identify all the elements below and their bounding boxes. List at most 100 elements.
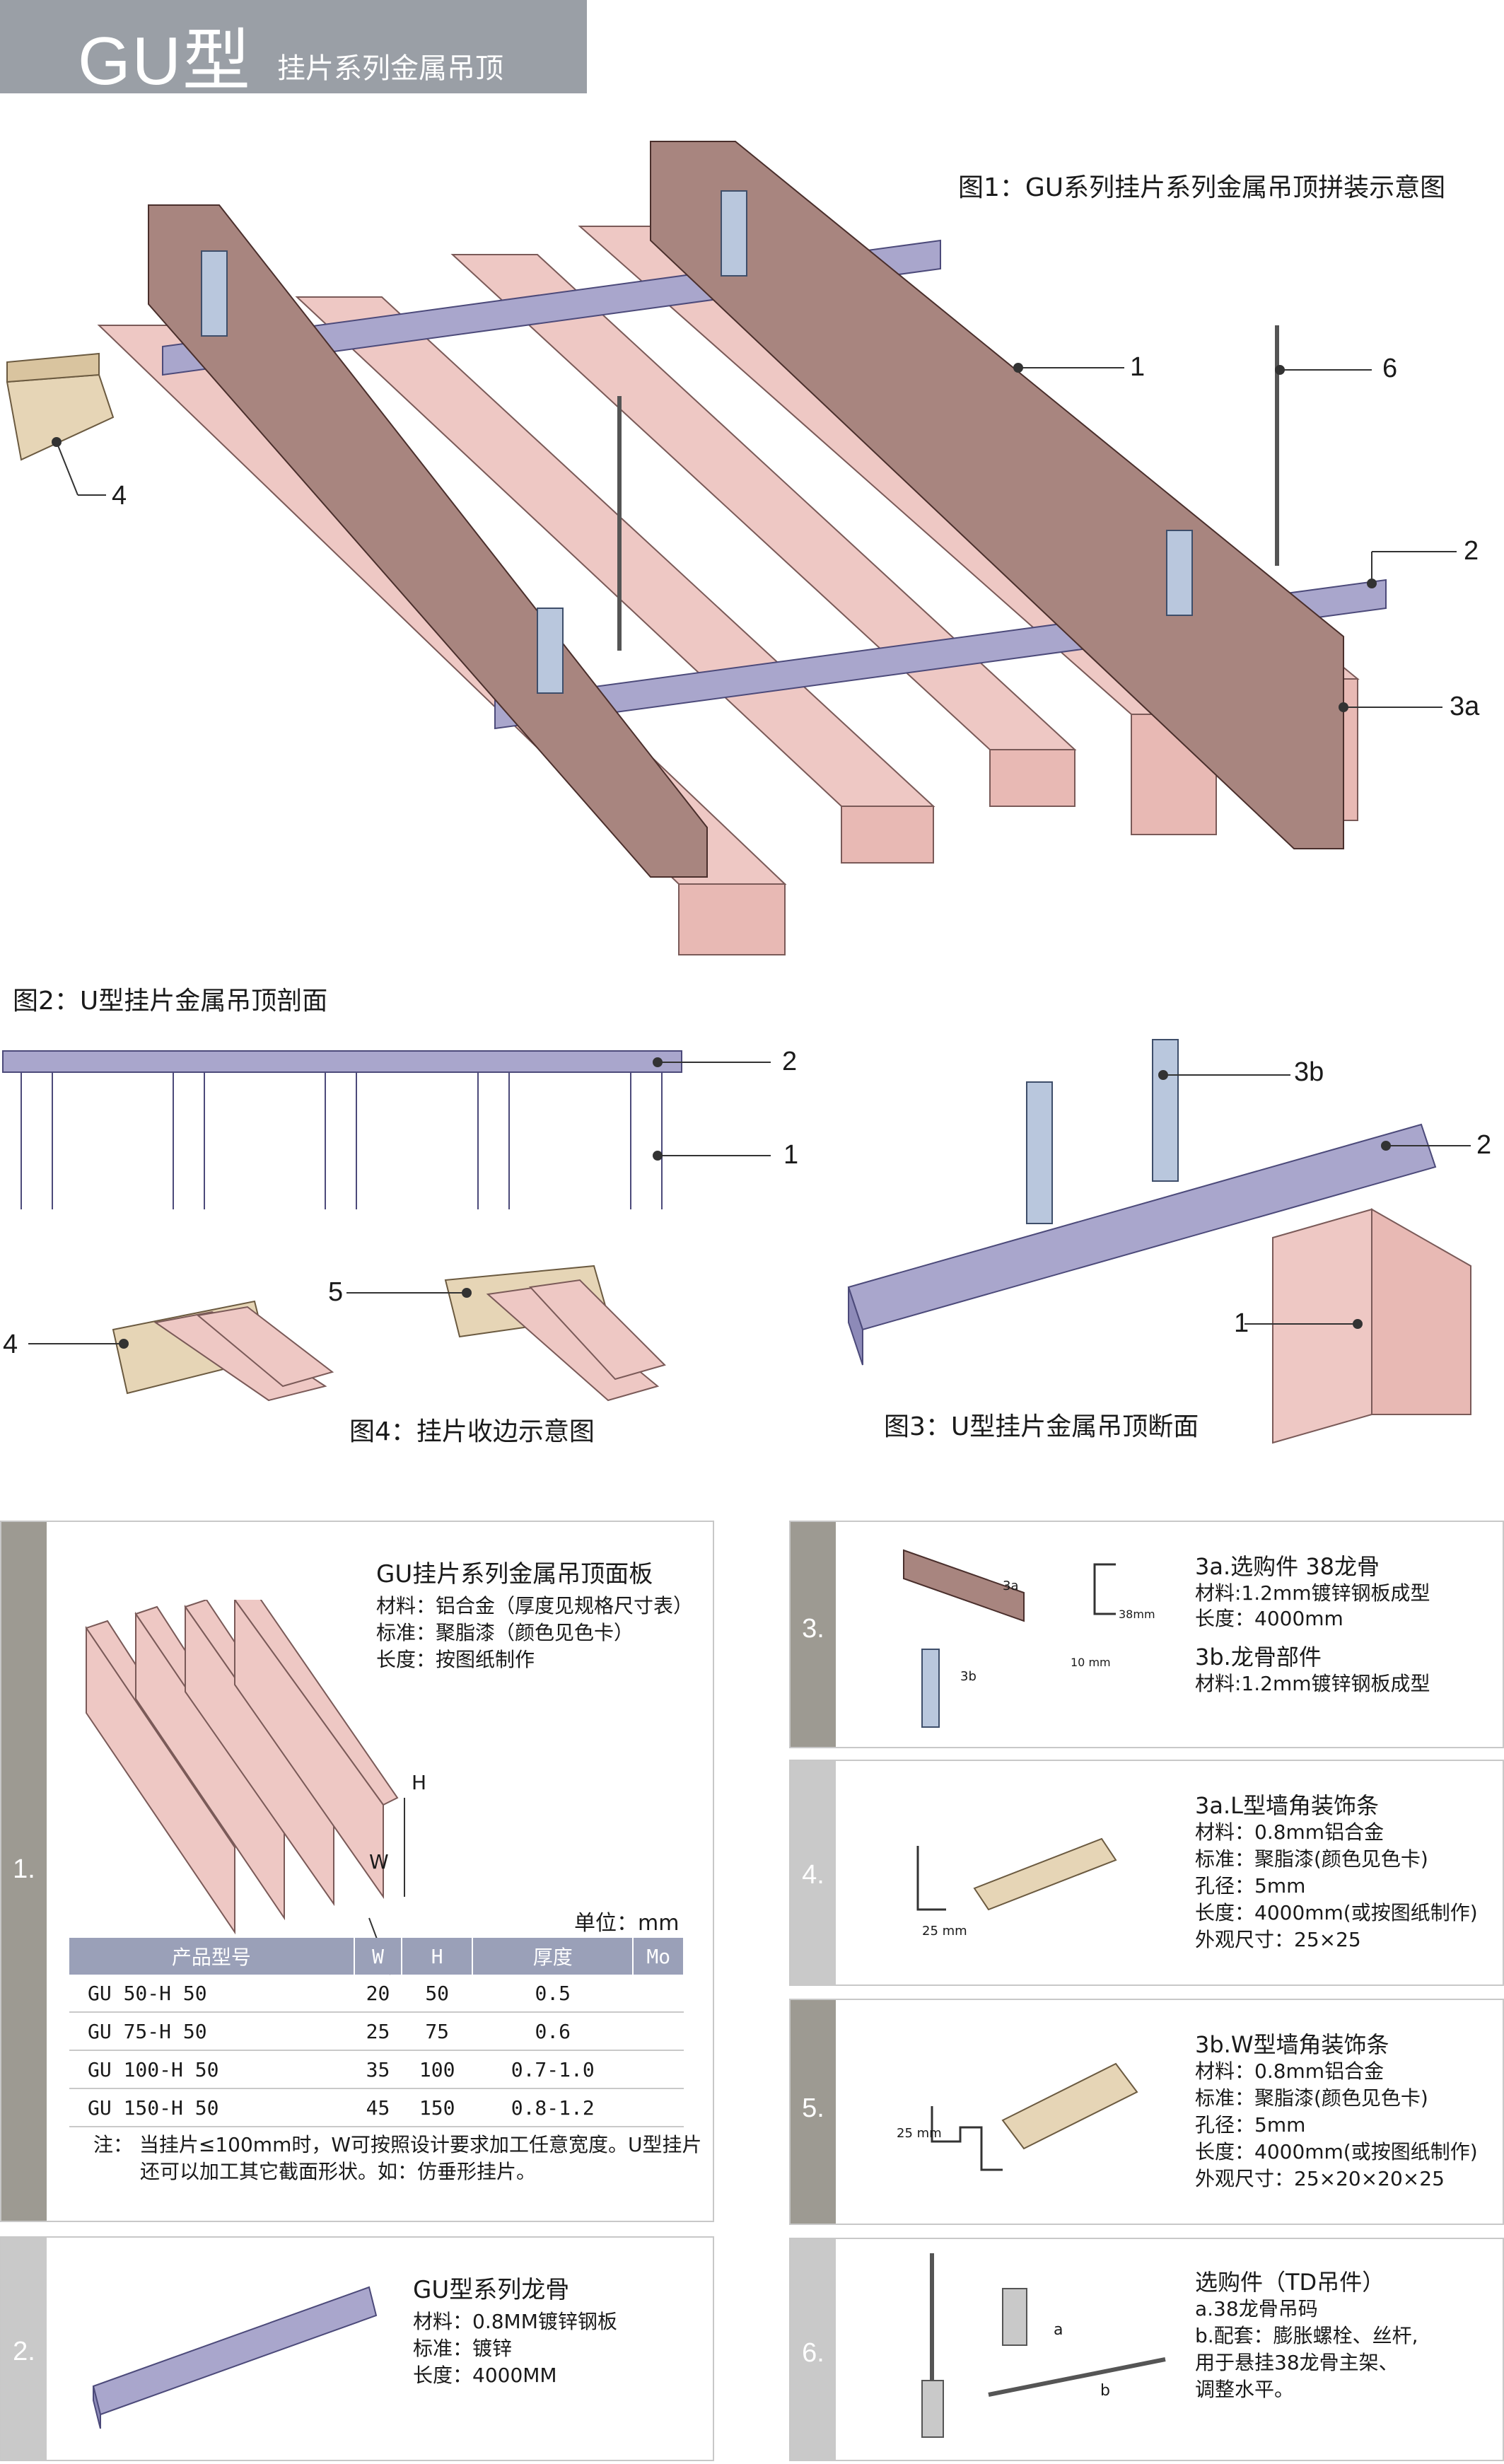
- panel-5-line: 长度：4000mm(或按图纸制作): [1195, 2140, 1478, 2163]
- panel-6-line: a.38龙骨吊码: [1195, 2297, 1318, 2320]
- u-panel-face: [841, 806, 934, 864]
- panel-4-line: 材料：0.8mm铝合金: [1195, 1820, 1385, 1844]
- panel-1-note: 还可以加工其它截面形状。如：仿垂形挂片。: [140, 2160, 537, 2183]
- fig2-callout-2: 2: [782, 1047, 798, 1076]
- panels-with-l-trim: [153, 1306, 334, 1402]
- fig1-callout-6: 6: [1382, 354, 1398, 383]
- fig4-caption: 图4：挂片收边示意图: [349, 1417, 595, 1446]
- panel-6-label-b: b: [1100, 2382, 1110, 2400]
- panel-5-number: 5.: [802, 2093, 824, 2123]
- panel-2-line: 材料：0.8MM镀锌钢板: [413, 2310, 617, 2333]
- panel-2-line: 长度：4000MM: [413, 2364, 557, 2387]
- main-beam-right: [650, 141, 1344, 849]
- wall-angle-top: [6, 352, 100, 383]
- panel-6-label-a: a: [1054, 2321, 1063, 2339]
- panel-6-title: 选购件（TD吊件）: [1195, 2269, 1385, 2296]
- hanger-bracket: [537, 608, 564, 694]
- panel-2-title: GU型系列龙骨: [413, 2276, 570, 2304]
- panel-1-number: 1.: [13, 1854, 35, 1884]
- fig3-callout-1: 1: [1234, 1308, 1249, 1338]
- col-header: 产品型号: [69, 1938, 355, 1975]
- panel-1-line: 材料：铝合金（厚度见规格尺寸表）: [376, 1594, 694, 1617]
- fig2-section-drawing: [2, 1050, 771, 1209]
- panel-3-dim-38: 38mm: [1119, 1608, 1155, 1621]
- panel-1-drawing: [85, 1600, 405, 1975]
- header-banner: [0, 0, 587, 93]
- panel-1-unit: 单位：mm: [574, 1911, 680, 1936]
- panel-5-line: 孔径：5mm: [1195, 2113, 1306, 2137]
- fig3-callout-3b: 3b: [1294, 1057, 1324, 1087]
- u-panel-3d-side: [1371, 1208, 1471, 1415]
- hanger-bracket: [1166, 530, 1193, 616]
- panel-3-line: 长度：4000mm: [1195, 1607, 1343, 1630]
- u-panel-sections: [21, 1071, 663, 1209]
- panel-3-dim-10: 10 mm: [1071, 1656, 1111, 1669]
- panel-1-line: 标准：聚脂漆（颜色见色卡）: [376, 1621, 634, 1644]
- fig1-caption: 图1：GU系列挂片系列金属吊顶拼装示意图: [958, 173, 1446, 202]
- fig4-callout-5: 5: [328, 1277, 344, 1307]
- panel-4-line: 长度：4000mm(或按图纸制作): [1195, 1901, 1478, 1924]
- fig3-cross-section-drawing: [847, 1039, 1471, 1444]
- panel-1-face-panel: 1. GU挂片系列金属吊顶面板 材料：铝合金（厚度见规格尺寸表） 标准：聚脂漆（…: [0, 1521, 714, 2222]
- panel-6-line: b.配套：膨胀螺栓、丝杆,: [1195, 2324, 1418, 2347]
- panel-1-note: 注： 当挂片≤100mm时，W可按照设计要求加工任意宽度。U型挂片: [93, 2133, 702, 2156]
- panel-1-dim-h: H: [412, 1771, 427, 1794]
- panel-4-l-trim: 4. 25 mm 3a.L型墙角装饰条 材料：0.8mm铝合金 标准：聚脂漆(颜…: [789, 1760, 1504, 1986]
- header-title: GU型: [78, 23, 252, 99]
- panel-6-hanger: 6. a b 选购件（TD吊件） a.38龙骨吊码 b.配套：膨胀螺栓、丝杆, …: [789, 2238, 1504, 2461]
- panel-4-dim: 25 mm: [922, 1924, 967, 1939]
- runner-section: [2, 1050, 682, 1073]
- panel-5-w-trim: 5. 25 mm 3b.W型墙角装饰条 材料：0.8mm铝合金 标准：聚脂漆(颜…: [789, 1999, 1504, 2225]
- col-header: W: [354, 1938, 403, 1975]
- panels-with-w-trim: [486, 1279, 666, 1402]
- panel-2-number: 2.: [13, 2337, 35, 2366]
- panel-5-dim: 25 mm: [897, 2126, 942, 2141]
- panel-3-number: 3.: [802, 1614, 824, 1644]
- fig2-caption: 图2：U型挂片金属吊顶剖面: [13, 987, 328, 1016]
- fig1-callout-2: 2: [1464, 536, 1479, 566]
- panel-3-line2: 材料:1.2mm镀锌钢板成型: [1195, 1672, 1430, 1695]
- fig2-callout-1: 1: [783, 1140, 799, 1170]
- panel-3-label-3b: 3b: [960, 1669, 977, 1684]
- fig4-edge-trim-drawing: [28, 1265, 666, 1402]
- panel-6-drawing: [921, 2253, 1166, 2438]
- panel-1-title: GU挂片系列金属吊顶面板: [376, 1560, 653, 1588]
- panel-4-title: 3a.L型墙角装饰条: [1195, 1792, 1379, 1819]
- panel-5-line: 外观尺寸：25×20×20×25: [1195, 2167, 1445, 2190]
- fig3-caption: 图3：U型挂片金属吊顶断面: [884, 1412, 1199, 1441]
- col-header: Mo: [633, 1938, 684, 1975]
- panel-3-line: 材料:1.2mm镀锌钢板成型: [1195, 1581, 1430, 1605]
- fig1-assembly-drawing: [6, 141, 1457, 955]
- bracket-3b: [1026, 1081, 1053, 1224]
- u-panel-face: [989, 749, 1075, 807]
- panel-4-line: 外观尺寸：25×25: [1195, 1928, 1361, 1951]
- main-beam-left: [148, 204, 708, 878]
- runner-end: [848, 1286, 863, 1366]
- panel-5-line: 材料：0.8mm铝合金: [1195, 2059, 1385, 2083]
- panel-3-drawing: [903, 1549, 1116, 1728]
- col-header: H: [402, 1938, 473, 1975]
- header-subtitle: 挂片系列金属吊顶: [277, 52, 503, 85]
- panel-6-number: 6.: [802, 2338, 824, 2368]
- hanger-bracket: [201, 250, 228, 337]
- panel-3-label-3a: 3a: [1003, 1579, 1019, 1593]
- u-panel-face: [678, 883, 786, 955]
- panel-1-line: 长度：按图纸制作: [376, 1648, 535, 1671]
- panel-4-drawing: [916, 1837, 1117, 1911]
- fig1-callout-1: 1: [1130, 352, 1146, 382]
- panel-4-line: 孔径：5mm: [1195, 1874, 1306, 1898]
- wall-angle-trim: [6, 373, 115, 461]
- col-header: 厚度: [472, 1938, 634, 1975]
- panel-4-line: 标准：聚脂漆(颜色见色卡): [1195, 1847, 1428, 1871]
- fig3-callout-2: 2: [1476, 1130, 1492, 1160]
- panel-5-line: 标准：聚脂漆(颜色见色卡): [1195, 2086, 1428, 2110]
- fig1-callout-4: 4: [112, 481, 127, 511]
- panel-5-title: 3b.W型墙角装饰条: [1195, 2031, 1389, 2058]
- panel-3-title: 3a.选购件 38龙骨: [1195, 1553, 1380, 1580]
- panel-2-runner: 2. GU型系列龙骨 材料：0.8MM镀锌钢板 标准：镀锌 长度：4000MM: [0, 2236, 714, 2461]
